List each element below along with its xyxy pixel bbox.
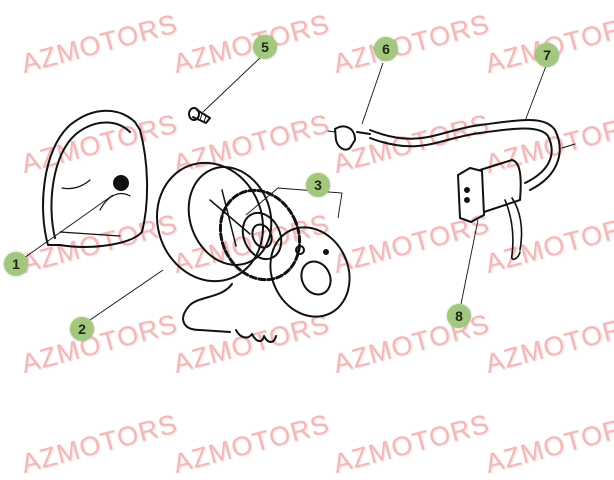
stator-harness-drawing xyxy=(182,283,277,343)
callout-stator-assembly[interactable]: 3 xyxy=(306,173,330,197)
ignition-wire-drawing xyxy=(327,119,576,191)
flywheel-rotor-drawing xyxy=(156,161,273,283)
callout-flywheel-rotor[interactable]: 2 xyxy=(70,317,94,341)
stator-coil-drawing xyxy=(218,188,302,282)
callout-ignition-wire[interactable]: 7 xyxy=(535,43,559,67)
screw-drawing xyxy=(188,107,211,124)
callout-ignition-cover[interactable]: 1 xyxy=(4,252,28,276)
callout-spark-plug-cap[interactable]: 6 xyxy=(374,37,398,61)
base-plate-drawing xyxy=(269,226,351,318)
ignition-cover-drawing xyxy=(42,109,149,248)
ignition-coil-drawing xyxy=(457,159,523,261)
cover-plug-drawing xyxy=(113,175,129,191)
callout-ignition-coil[interactable]: 8 xyxy=(447,304,471,328)
callout-screw[interactable]: 5 xyxy=(253,35,277,59)
diagram-lineart xyxy=(23,55,576,343)
